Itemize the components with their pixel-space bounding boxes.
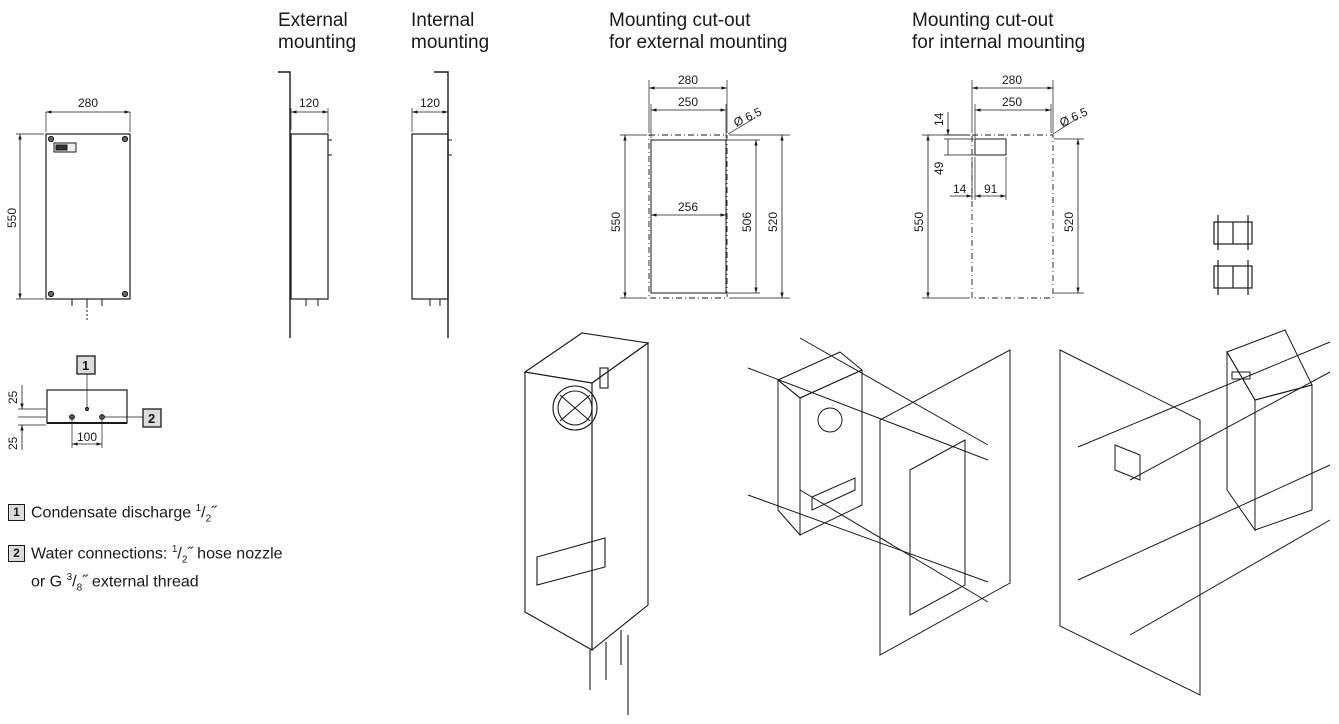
legend-text-1: Condensate discharge xyxy=(31,504,196,522)
cutout-int-total-height-label: 550 xyxy=(912,212,926,232)
cutout-ext-cut-width-label: 256 xyxy=(678,200,698,214)
callout-1-label: 1 xyxy=(82,358,89,373)
heading-cutout-internal: Mounting cut-out for internal mounting xyxy=(912,10,1085,54)
bottom-offset-bottom-label: 25 xyxy=(6,436,20,450)
side-view-external xyxy=(278,71,332,338)
front-view xyxy=(16,110,131,322)
legend-line2-frac-num: 3 xyxy=(66,571,73,583)
heading-line-2: for internal mounting xyxy=(912,32,1086,53)
cutout-internal xyxy=(922,80,1084,299)
heading-external-mounting: External mounting xyxy=(278,10,356,54)
cutout-ext-total-height-label: 550 xyxy=(609,212,623,232)
heading-line-1: Mounting cut-out xyxy=(609,10,751,31)
cutout-ext-outer-width-label: 280 xyxy=(678,73,698,87)
bottom-view xyxy=(18,355,162,450)
cutout-external xyxy=(620,80,790,299)
heading-line-2: for external mounting xyxy=(609,32,788,53)
legend-badge-2: 2 xyxy=(8,545,25,563)
heading-line-1: Mounting cut-out xyxy=(912,10,1054,31)
heading-line-1: External xyxy=(278,10,348,31)
legend-frac-num-1: 1 xyxy=(195,503,202,514)
legend-text-2: Water connections: xyxy=(31,545,172,563)
cutout-int-hole-height-label: 520 xyxy=(1062,212,1076,232)
legend-badge-1: 1 xyxy=(8,504,25,522)
side-view-internal xyxy=(411,71,452,338)
heading-cutout-external: Mounting cut-out for external mounting xyxy=(609,10,788,54)
heading-line-2: mounting xyxy=(278,32,357,53)
front-width-label: 280 xyxy=(78,96,98,110)
front-height-label: 550 xyxy=(5,208,19,228)
exploded-view-external xyxy=(747,337,1011,656)
bottom-spacing-label: 100 xyxy=(77,430,97,444)
mounting-bracket-icon xyxy=(1213,215,1253,295)
legend-suffix-1: ˝ xyxy=(211,504,217,522)
bottom-offset-top-label: 25 xyxy=(6,390,20,404)
cutout-int-hole-spacing-label: 250 xyxy=(1002,95,1022,109)
heading-line-2: mounting xyxy=(411,32,490,53)
legend-frac-num-2: 1 xyxy=(171,544,178,555)
cutout-int-outer-width-label: 280 xyxy=(1002,73,1022,87)
legend-line2-suffix: ˝ external thread xyxy=(82,572,199,590)
isometric-unit xyxy=(523,332,650,715)
cutout-ext-hole-dia-label: Ø 6.5 xyxy=(731,104,764,129)
cutout-int-top-offset-label: 14 xyxy=(932,112,946,126)
legend-line2-prefix: or G xyxy=(31,572,67,590)
legend-frac-den-2: 2 xyxy=(181,554,188,566)
cutout-int-cut-height-label: 49 xyxy=(932,161,946,175)
side-external-depth-label: 120 xyxy=(299,96,319,110)
legend-suffix-2: ˝ hose nozzle xyxy=(187,545,283,563)
heading-internal-mounting: Internal mounting xyxy=(411,10,489,54)
exploded-view-internal xyxy=(1059,329,1331,696)
cutout-int-cut-width-label: 91 xyxy=(984,182,998,196)
legend-frac-den-1: 2 xyxy=(205,513,212,525)
cutout-ext-hole-height-label: 520 xyxy=(766,212,780,232)
cutout-ext-cut-height-label: 506 xyxy=(740,212,754,232)
callout-2-label: 2 xyxy=(148,411,155,426)
cutout-int-left-offset-label: 14 xyxy=(953,182,967,196)
cutout-ext-hole-spacing-label: 250 xyxy=(678,95,698,109)
cutout-int-hole-dia-label: Ø 6.5 xyxy=(1057,104,1090,129)
legend-line2-frac-den: 8 xyxy=(76,582,83,594)
side-internal-depth-label: 120 xyxy=(420,96,440,110)
heading-line-1: Internal xyxy=(411,10,475,31)
